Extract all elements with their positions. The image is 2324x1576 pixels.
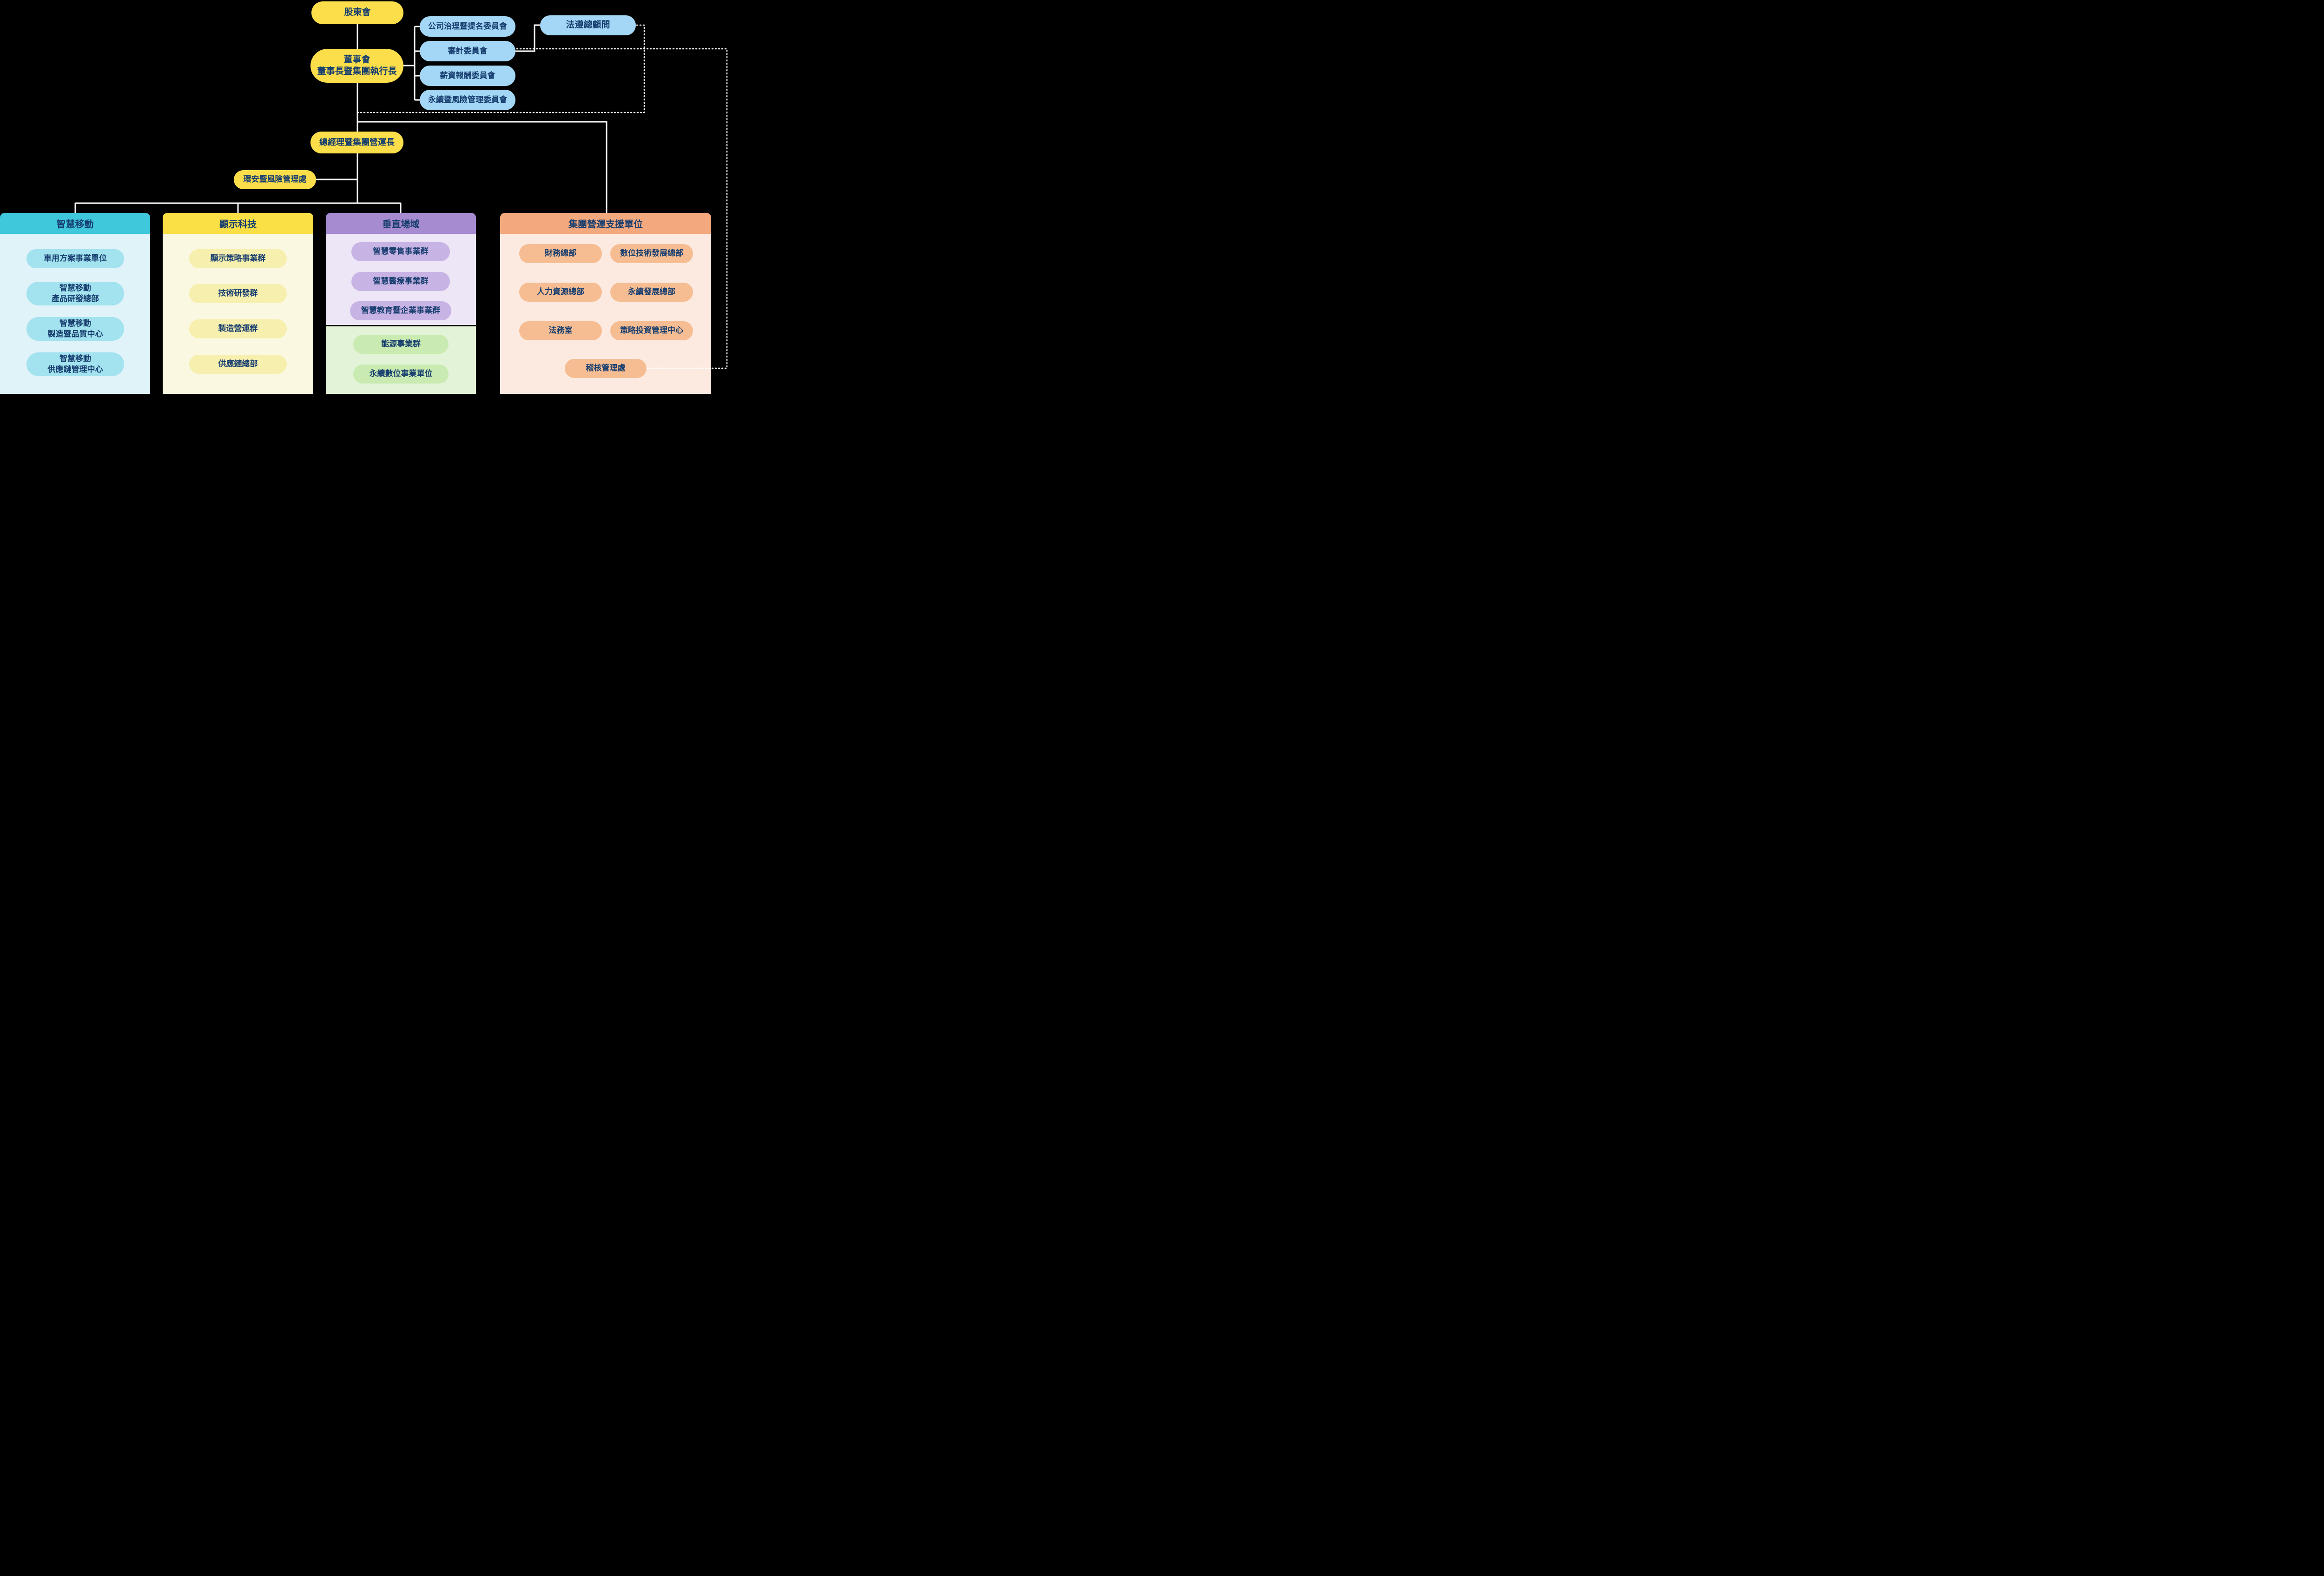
division-header-vertical-domains: 垂直場域 [326,213,476,234]
node-committee-compensation: 薪資報酬委員會 [420,66,515,86]
division-item: 技術研發群 [189,284,287,303]
division-item: 法務室 [519,321,602,340]
division-header-smart-mobility: 智慧移動 [0,213,150,234]
division-item: 財務總部 [519,244,602,263]
division-item: 智慧移動 供應鏈管理中心 [26,352,124,376]
division-item: 供應鏈總部 [189,355,287,374]
division-item: 人力資源總部 [519,283,602,302]
org-chart-canvas: 股東會 董事會 董事長暨集團執行長 公司治理暨提名委員會 審計委員會 薪資報酬委… [0,0,732,394]
node-shareholders: 股東會 [311,1,403,24]
division-item: 智慧移動 製造暨品質中心 [26,317,124,341]
node-esh-risk-office: 環安暨風險管理處 [234,170,316,189]
line-audit-compliance [515,24,540,52]
division-item: 數位技術發展總部 [610,244,693,263]
division-item: 製造營運群 [189,319,287,338]
division-item: 智慧移動 產品研發總部 [26,282,124,305]
division-header-display-tech: 顯示科技 [163,213,313,234]
division-item: 能源事業群 [353,335,449,354]
division-item: 智慧醫療事業群 [351,272,450,291]
dotted-audit-internal-audit [516,48,728,369]
division-item: 智慧教育暨企業事業群 [350,301,451,320]
dotted-connectors [357,24,728,369]
node-president: 總經理暨集團營運長 [310,132,403,153]
node-committee-governance-nomination: 公司治理暨提名委員會 [420,16,515,37]
node-board: 董事會 董事長暨集團執行長 [310,49,403,83]
dotted-compliance-trunk [357,24,645,113]
division-item: 智慧零售事業群 [351,242,450,261]
node-committee-audit: 審計委員會 [420,41,515,61]
node-compliance-advisor: 法遵總顧問 [540,15,636,35]
division-item: 永續發展總部 [610,283,693,302]
line-branch-support [357,121,607,213]
division-item: 顯示策略事業群 [189,249,287,268]
division-item-internal-audit: 稽核管理處 [565,359,647,378]
division-header-group-support: 集團營運支援單位 [500,213,711,234]
solid-connectors [74,24,607,213]
division-item: 永續數位事業單位 [353,364,449,384]
connector-lines [74,24,728,369]
division-item: 車用方案事業單位 [26,249,124,268]
division-item: 策略投資管理中心 [610,321,693,340]
node-committee-sustainability-risk: 永續暨風險管理委員會 [420,90,515,110]
